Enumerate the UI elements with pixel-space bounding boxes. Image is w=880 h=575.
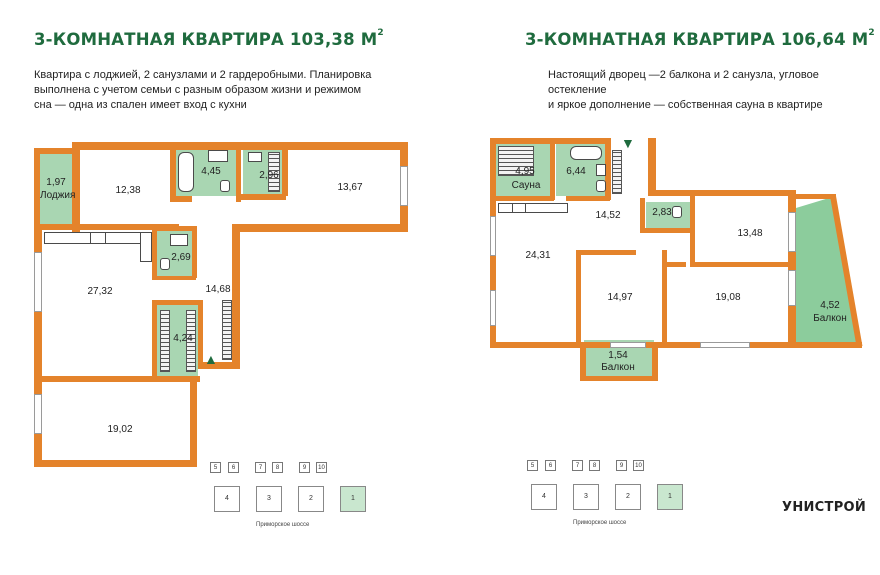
- toilet-icon: [160, 258, 170, 270]
- wardrobe-rail: [222, 300, 232, 360]
- sink-icon: [248, 152, 262, 162]
- bedroom1-area: 12,38: [115, 185, 141, 196]
- sauna-area: 4,95: [515, 166, 535, 177]
- toilet-icon: [672, 206, 682, 218]
- hall-area: 14,68: [205, 284, 231, 295]
- sauna-name: Сауна: [511, 180, 541, 191]
- sink-icon: [170, 234, 188, 246]
- bedroom3-area: 19,08: [715, 292, 741, 303]
- wardrobe1-area: 2,96: [259, 170, 279, 181]
- sauna-bench: [498, 146, 534, 176]
- bedroom2-area: 13,67: [337, 182, 363, 193]
- loggia-area: 1,97: [46, 177, 66, 188]
- bathtub-icon: [178, 152, 194, 192]
- left-plan-description: Квартира с лоджией, 2 санузлами и 2 гард…: [34, 69, 372, 111]
- loggia-name: Лоджия: [40, 190, 76, 201]
- wardrobe-rail: [268, 152, 280, 192]
- chevron-entrance-icon: ▲: [204, 351, 218, 367]
- balcony1-area: 4,52: [820, 300, 840, 311]
- bath1-area: 6,44: [566, 166, 586, 177]
- toilet-icon: [596, 180, 606, 192]
- kitchen-area: 24,31: [525, 250, 551, 261]
- bath1-area: 4,45: [201, 166, 221, 177]
- stove-icon: [90, 232, 106, 244]
- wardrobe-rail: [160, 310, 170, 372]
- left-plan-title: 3-КОМНАТНАЯ КВАРТИРА 103,38 М2: [34, 28, 384, 49]
- right-plan-title: 3-КОМНАТНАЯ КВАРТИРА 106,64 М2: [525, 28, 875, 49]
- sink-icon: [208, 150, 228, 162]
- brand-logo: УНИСТРОЙ: [782, 500, 867, 515]
- bedroom1-area: 13,48: [737, 228, 763, 239]
- loggia: [40, 154, 72, 225]
- kitchen-counter: [140, 232, 152, 262]
- stove-icon: [512, 203, 526, 213]
- wardrobe2-area: 4,24: [173, 333, 193, 344]
- bath2-area: 2,69: [171, 252, 191, 263]
- sink-icon: [596, 164, 606, 176]
- bathtub-icon: [570, 146, 602, 160]
- hall-area: 14,52: [595, 210, 621, 221]
- toilet-icon: [220, 180, 230, 192]
- right-plan-description: Настоящий дворец —2 балкона и 2 санузла,…: [548, 69, 823, 111]
- balcony2-area: 1,54: [608, 350, 628, 361]
- kitchen-area: 27,32: [87, 286, 113, 297]
- bedroom3-area: 19,02: [107, 424, 133, 435]
- bedroom2-area: 14,97: [607, 292, 633, 303]
- chevron-entrance-icon: ▼: [621, 135, 635, 151]
- wardrobe-rail: [612, 150, 622, 194]
- bath2-area: 2,83: [652, 207, 672, 218]
- balcony2-name: Балкон: [601, 362, 635, 373]
- kitchen-counter: [498, 203, 568, 213]
- balcony1-name: Балкон: [813, 313, 847, 324]
- wardrobe-rail: [186, 310, 196, 372]
